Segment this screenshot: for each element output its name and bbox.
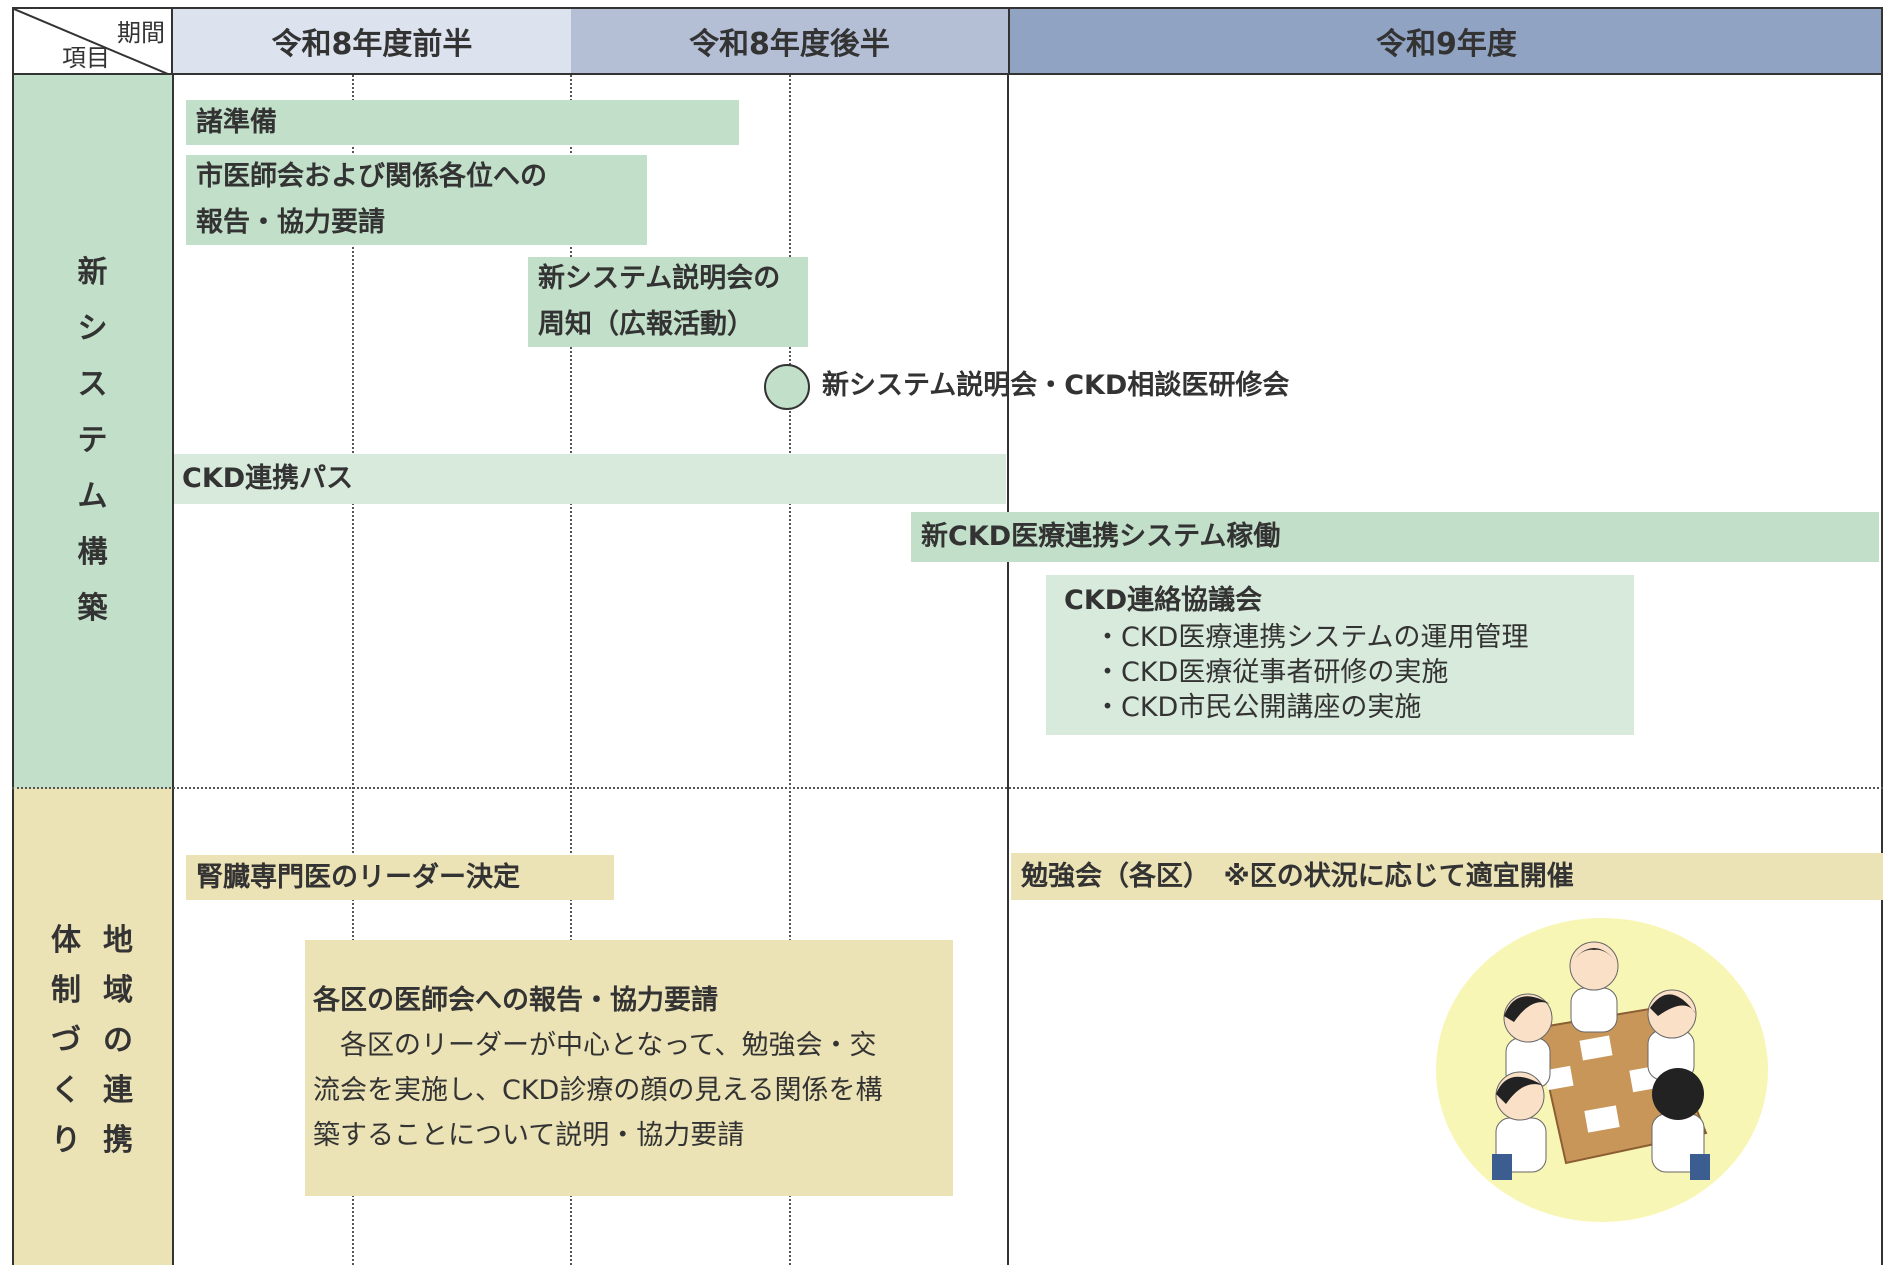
row-label-char: 制 (51, 973, 81, 1008)
box-ckd-council: CKD連絡協議会 ・CKD医療連携システムの運用管理 ・CKD医療従事者研修の実… (1046, 575, 1634, 735)
bar-report-request: 市医師会および関係各位への 報告・協力要請 (186, 155, 647, 245)
council-item: ・CKD医療連携システムの運用管理 (1094, 622, 1529, 653)
bar-report-line-1: 市医師会および関係各位への (196, 161, 547, 192)
ward-title: 各区の医師会への報告・協力要請 (313, 985, 718, 1016)
row-label-char: 体 (51, 923, 81, 958)
box-ward-report: 各区の医師会への報告・協力要請 各区のリーダーが中心となって、勉強会・交 流会を… (305, 940, 953, 1196)
meeting-illustration-svg (1436, 918, 1768, 1222)
bar-leader-text: 腎臓専門医のリーダー決定 (196, 861, 520, 893)
row-label-regional-col-left: 体 制 づ く り (46, 916, 86, 1166)
person-right-bottom (1651, 1068, 1710, 1180)
bar-notice-line-1: 新システム説明会の (538, 263, 781, 294)
person-top (1569, 941, 1619, 1033)
row-label-system: 新 シ ス テ ム 構 築 (12, 75, 173, 788)
bar-ckd-path-text: CKD連携パス (182, 463, 354, 494)
row-label-char: 域 (103, 973, 133, 1008)
row-label-char: の (103, 1023, 133, 1058)
meeting-illustration (1436, 918, 1768, 1222)
bar-briefing-notice: 新システム説明会の 周知（広報活動） (528, 257, 808, 347)
corner-item-label: 項目 (62, 44, 110, 72)
row-label-char: く (51, 1073, 81, 1108)
period-header-1: 令和8年度前半 (173, 7, 571, 75)
row-label-char: ス (77, 367, 108, 402)
bar-preparation-text: 諸準備 (196, 106, 277, 138)
person-right-top (1647, 989, 1697, 1081)
bar-leader-decision: 腎臓専門医のリーダー決定 (186, 855, 614, 900)
bar-notice-line-2: 周知（広報活動） (538, 309, 754, 340)
grid-line-half (570, 75, 572, 1265)
row-label-char: シ (77, 311, 108, 346)
bar-new-system-operation: 新CKD医療連携システム稼働 (911, 512, 1879, 562)
council-title: CKD連絡協議会 (1064, 585, 1263, 616)
bar-ckd-path: CKD連携パス (174, 454, 1006, 504)
period-header-2: 令和8年度後半 (571, 7, 1008, 75)
council-item: ・CKD医療従事者研修の実施 (1094, 657, 1449, 688)
row-label-char: 築 (77, 591, 108, 626)
row-label-regional-col-right: 地 域 の 連 携 (98, 916, 138, 1166)
bar-study-sessions: 勉強会（各区） ※区の状況に応じて適宜開催 (1011, 853, 1883, 900)
grid-line-quarter-1 (352, 75, 354, 1265)
row-label-char: テ (77, 423, 108, 458)
corner-header-cell: 期間 項目 (12, 7, 173, 75)
bar-preparation: 諸準備 (186, 100, 739, 145)
ward-line-3: 築することについて説明・協力要請 (313, 1120, 745, 1151)
person-left-bottom (1492, 1071, 1547, 1180)
grid-line-fiscal-year (1007, 75, 1009, 1265)
grid-border-right (1881, 7, 1883, 1265)
row-label-char: づ (51, 1023, 81, 1058)
row-label-regional: 体 制 づ く り 地 域 の 連 携 (12, 788, 173, 1265)
period-header-3: 令和9年度 (1008, 7, 1883, 75)
milestone-marker (764, 364, 810, 410)
row-label-char: 地 (103, 923, 133, 958)
milestone-label: 新システム説明会・CKD相談医研修会 (822, 370, 1290, 401)
grid-line-quarter-3 (789, 75, 791, 1265)
row-label-char: 連 (103, 1073, 133, 1108)
ward-line-2: 流会を実施し、CKD診療の顔の見える関係を構 (313, 1075, 883, 1106)
row-label-char: 構 (77, 535, 108, 570)
row-label-char: り (51, 1123, 81, 1158)
row-label-char: 新 (77, 255, 108, 290)
grid-border-label (172, 75, 174, 1265)
grid-border-left (12, 7, 14, 1265)
corner-diagonal (14, 9, 169, 73)
ward-line-1: 各区のリーダーが中心となって、勉強会・交 (313, 1030, 877, 1061)
row-divider (12, 787, 1883, 789)
corner-period-label: 期間 (117, 19, 165, 47)
council-item: ・CKD市民公開講座の実施 (1094, 692, 1422, 723)
row-label-char: 携 (103, 1123, 133, 1158)
bar-study-text: 勉強会（各区） ※区の状況に応じて適宜開催 (1021, 860, 1574, 892)
row-label-char: ム (77, 479, 108, 514)
bar-new-system-text: 新CKD医療連携システム稼働 (921, 521, 1281, 552)
bar-report-line-2: 報告・協力要請 (196, 207, 385, 238)
row-label-system-text: 新 シ ス テ ム 構 築 (12, 245, 173, 637)
